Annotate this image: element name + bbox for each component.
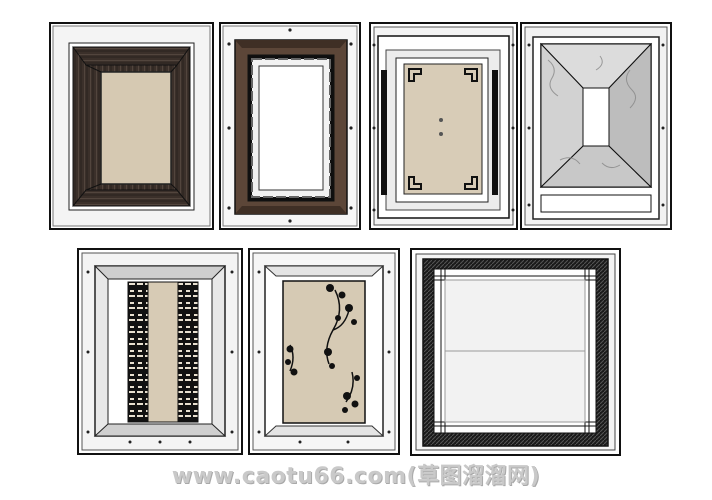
panel-marble-coffer xyxy=(520,22,672,230)
panel-beige-ornament xyxy=(369,22,518,230)
panel-beaded-bands xyxy=(77,248,243,455)
panel-plum-blossom xyxy=(248,248,400,455)
panel-brown-frame xyxy=(219,22,361,230)
panel-black-border-square xyxy=(410,248,621,456)
panel-wood-coffer xyxy=(49,22,214,230)
watermark-text: www.caotu66.com(草图溜溜网) xyxy=(171,464,541,489)
